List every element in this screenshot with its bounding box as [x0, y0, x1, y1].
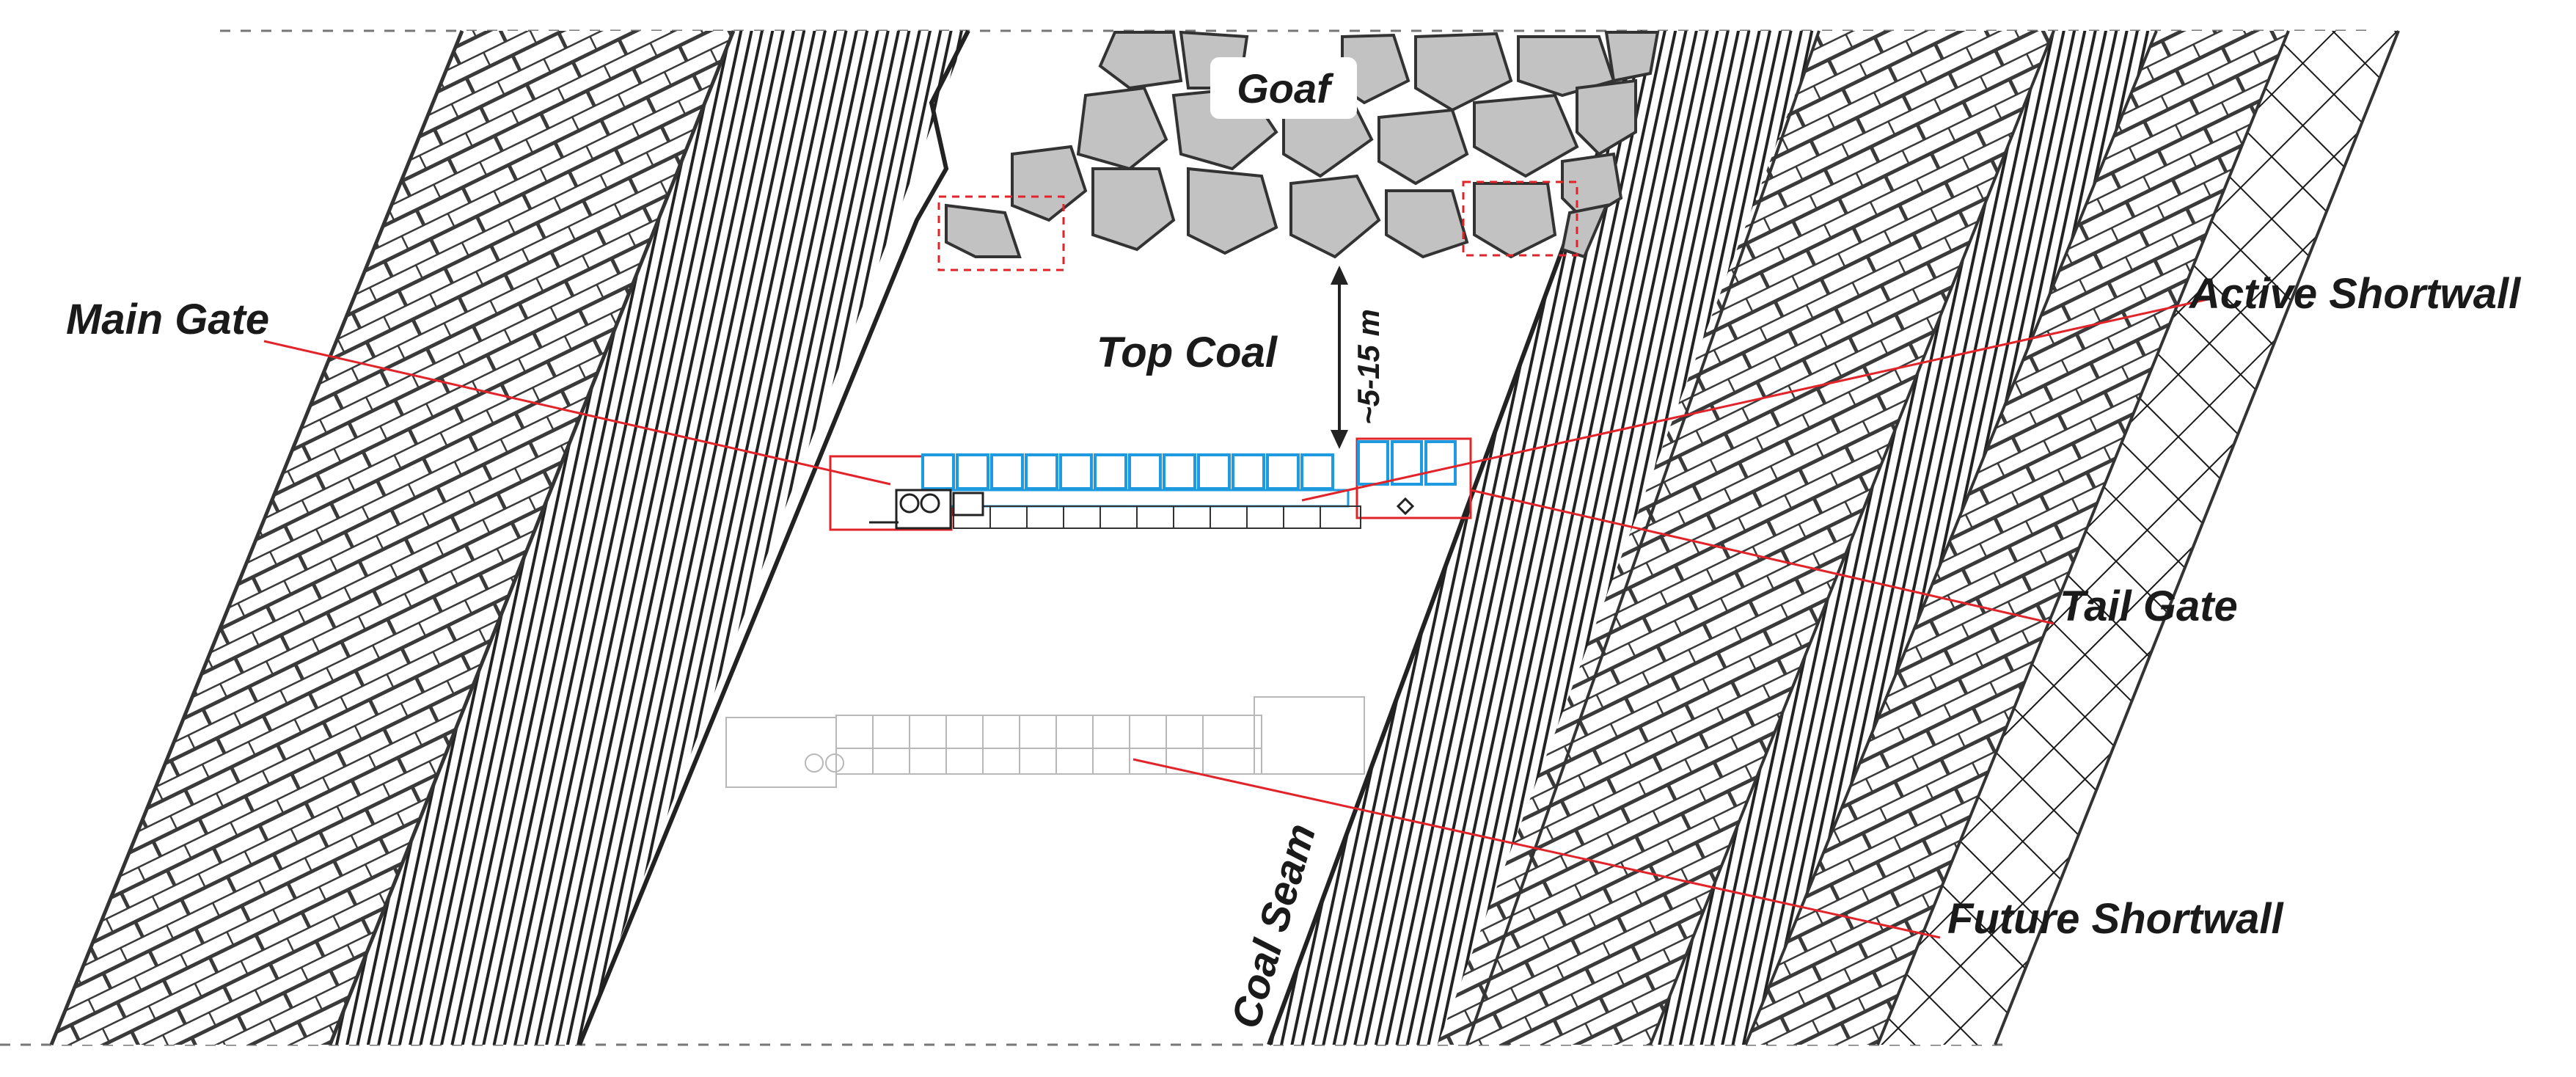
main-gate-leader — [263, 340, 891, 486]
left-hatched-stratum — [330, 31, 968, 1045]
cross-hatched-stratum — [1878, 31, 2398, 1045]
future-shortwall-label: Future Shortwall — [1947, 895, 2284, 943]
goaf-label: Goaf — [1237, 65, 1334, 112]
right-strata — [1267, 29, 2400, 1046]
shield-supports — [921, 440, 1457, 490]
leader-lines — [263, 298, 2209, 939]
right-brick-stratum — [1438, 31, 2054, 1045]
tail-gate-machinery — [1396, 497, 1415, 516]
goaf-label-background — [1210, 57, 1357, 119]
tail-gate-leader — [1470, 489, 2054, 625]
support-base-row — [921, 489, 1350, 508]
left-seam-boundary — [577, 29, 970, 1046]
goaf-left-highlight-box — [937, 195, 1065, 271]
right-thin-hatched-stratum — [1650, 31, 2156, 1045]
active-shortwall-leader — [1301, 298, 2209, 502]
goaf-right-highlight-box — [1462, 180, 1578, 257]
future-shortwall-equipment — [725, 696, 1365, 788]
left-brick-stratum — [51, 31, 733, 1045]
main-gate-label: Main Gate — [66, 296, 269, 343]
top-coal-thickness-label: ~5-15 m — [1351, 309, 1386, 425]
right-outer-brick-stratum — [1746, 31, 2288, 1045]
main-gate-machinery — [869, 489, 984, 530]
face-conveyor — [953, 505, 1361, 529]
active-shortwall-label: Active Shortwall — [2188, 270, 2522, 318]
future-shortwall-leader — [1133, 758, 1941, 939]
top-coal-label: Top Coal — [1097, 329, 1278, 376]
tail-gate-label: Tail Gate — [2060, 583, 2238, 630]
active-shortwall-equipment — [829, 437, 1472, 531]
right-hatched-stratum — [1269, 31, 1819, 1045]
left-strata — [49, 29, 970, 1046]
goaf-rubble — [945, 30, 1660, 259]
